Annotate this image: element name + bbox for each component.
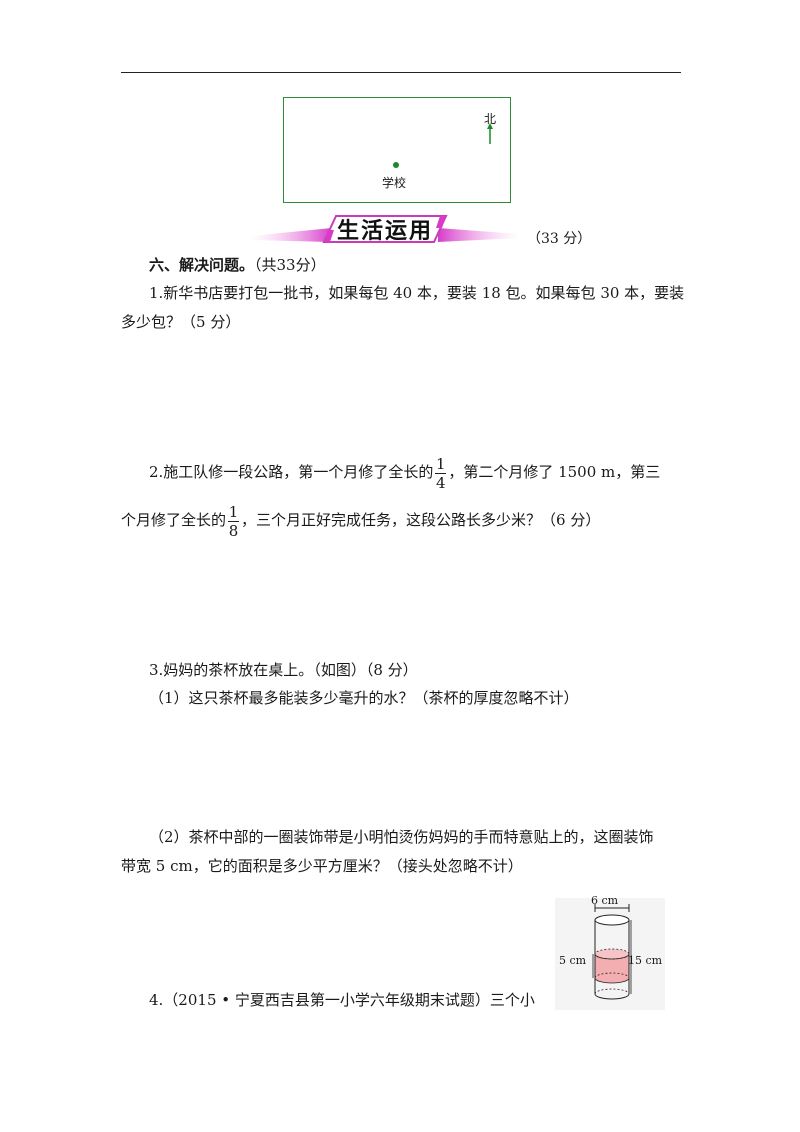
section-heading-score: （共33分） [254, 256, 326, 274]
map-box [283, 97, 511, 203]
question-1-line-2: 多少包？（5 分） [121, 312, 240, 332]
question-3-sub-2-line-1: （2）茶杯中部的一圈装饰带是小明怕烫伤妈妈的手而特意贴上的，这圈装饰 [149, 828, 654, 846]
question-2-text-c: 个月修了全长的 [121, 511, 227, 529]
question-3-intro: 3.妈妈的茶杯放在桌上。（如图）（8 分） [149, 661, 418, 679]
teacup-figure: 6 cm 5 cm 15 cm [555, 894, 665, 1010]
question-1-line-1: 1.新华书店要打包一批书，如果每包 40 本，要装 18 包。如果每包 30 本… [149, 284, 685, 302]
teacup-diagram [555, 898, 665, 1010]
question-2-text-a: 2.施工队修一段公路，第一个月修了全长的 [149, 463, 434, 481]
section-banner [250, 215, 520, 243]
banner-score: （33 分） [527, 231, 592, 247]
question-1-score: （5 分） [181, 313, 241, 331]
section-heading: 六、解决问题。（共33分） [149, 255, 326, 275]
school-label: 学校 [382, 176, 407, 190]
banner-title: 生活运用 [336, 219, 433, 244]
question-3-sub-2-line-2: 带宽 5 cm，它的面积是多少平方厘米？（接头处忽略不计） [121, 857, 523, 875]
north-arrow-icon [487, 123, 493, 144]
figure-right-label: 15 cm [628, 954, 663, 967]
question-1-ask: 多少包？ [121, 313, 182, 331]
school-dot [393, 162, 399, 168]
fraction-numerator: 1 [228, 502, 239, 521]
figure-left-label: 5 cm [559, 954, 587, 967]
question-2-text-b: ，第二个月修了 1500 m，第三 [448, 463, 661, 481]
section-heading-text: 六、解决问题。 [149, 256, 255, 274]
fraction-numerator: 1 [436, 454, 446, 473]
north-label: 北 [484, 112, 497, 126]
question-3-sub-1: （1）这只茶杯最多能装多少毫升的水？（茶杯的厚度忽略不计） [149, 689, 579, 707]
question-2-text-d: ，三个月正好完成任务，这段公路长多少米？（6 分） [241, 511, 601, 529]
fraction-denominator: 8 [228, 521, 239, 540]
fraction-denominator: 4 [436, 473, 446, 492]
top-rule [121, 72, 681, 73]
figure-top-label: 6 cm [591, 894, 619, 907]
question-4-line-1: 4.（2015 • 宁夏西吉县第一小学六年级期末试题）三个小 [149, 991, 535, 1009]
